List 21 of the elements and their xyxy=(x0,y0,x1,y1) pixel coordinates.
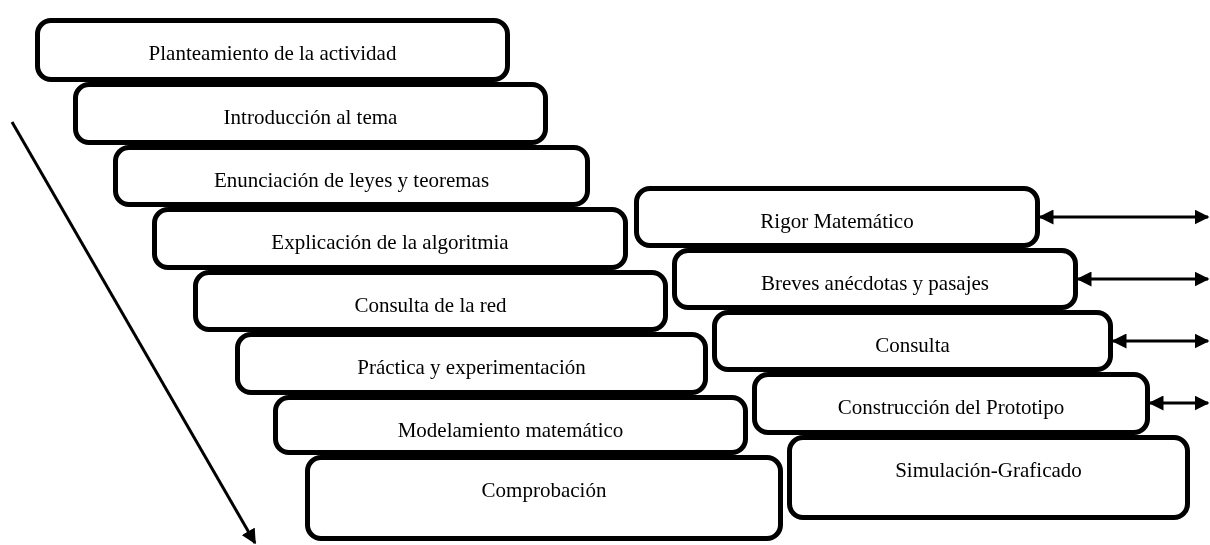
step-label: Simulación-Graficado xyxy=(894,458,1083,483)
step-label: Comprobación xyxy=(480,478,608,503)
step-label: Consulta xyxy=(874,333,951,358)
step-label: Explicación de la algoritmia xyxy=(270,230,510,255)
double-arrow xyxy=(1076,271,1210,287)
step-label: Construcción del Prototipo xyxy=(836,395,1066,420)
step-box xyxy=(305,455,783,541)
step-label: Breves anécdotas y pasajes xyxy=(760,271,990,296)
step-label: Planteamiento de la actividad xyxy=(147,41,398,66)
double-arrow xyxy=(1038,209,1210,225)
step-label: Consulta de la red xyxy=(353,293,508,318)
step-box xyxy=(634,186,1040,248)
double-arrow xyxy=(1111,333,1210,349)
step-label: Modelamiento matemático xyxy=(396,418,625,443)
double-arrow xyxy=(1148,395,1210,411)
step-box xyxy=(35,18,510,82)
step-box xyxy=(787,435,1190,520)
step-label: Enunciación de leyes y teoremas xyxy=(212,168,491,193)
step-label: Introducción al tema xyxy=(222,105,399,130)
step-label: Práctica y experimentación xyxy=(356,355,587,380)
step-label: Rigor Matemático xyxy=(759,209,915,234)
